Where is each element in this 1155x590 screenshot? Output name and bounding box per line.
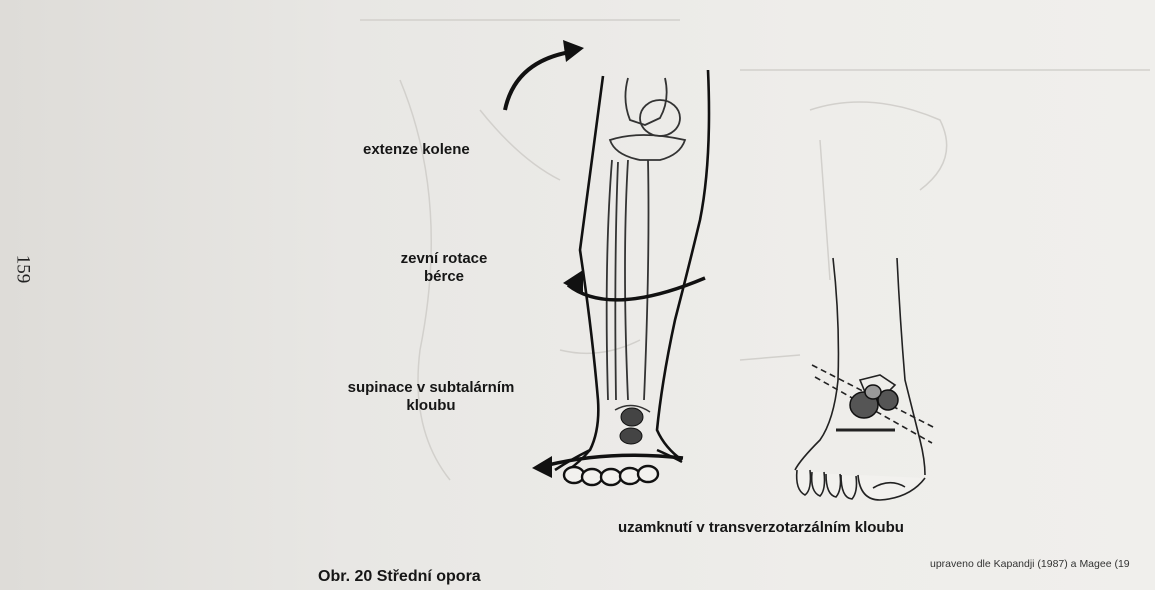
- label-transverse-lock: uzamknutí v transverzotarzálním kloubu: [618, 519, 904, 537]
- knee-extension-arrowhead: [563, 40, 584, 62]
- label-supination-line1: supinace v subtalárním: [336, 379, 526, 397]
- supination-arrowhead: [532, 456, 552, 478]
- label-external-rotation: zevní rotace bérce: [384, 250, 504, 286]
- label-knee-extension: extenze kolene: [363, 141, 470, 159]
- label-supination-line2: kloubu: [336, 397, 526, 415]
- credit-line: upraveno dle Kapandji (1987) a Magee (19: [930, 558, 1130, 570]
- label-external-rotation-line1: zevní rotace: [384, 250, 504, 268]
- label-supination: supinace v subtalárním kloubu: [336, 379, 526, 415]
- leg-bones: [607, 78, 685, 400]
- right-foot-figure: [795, 258, 935, 475]
- right-foot-bones: [850, 385, 898, 418]
- label-external-rotation-line2: bérce: [384, 268, 504, 286]
- toes: [564, 466, 658, 485]
- supination-arrow: [548, 455, 683, 465]
- knee-extension-arrow: [505, 52, 570, 110]
- ankle-bones: [615, 405, 650, 444]
- right-foot-toes: [797, 470, 925, 500]
- figure-caption: Obr. 20 Střední opora: [318, 568, 481, 586]
